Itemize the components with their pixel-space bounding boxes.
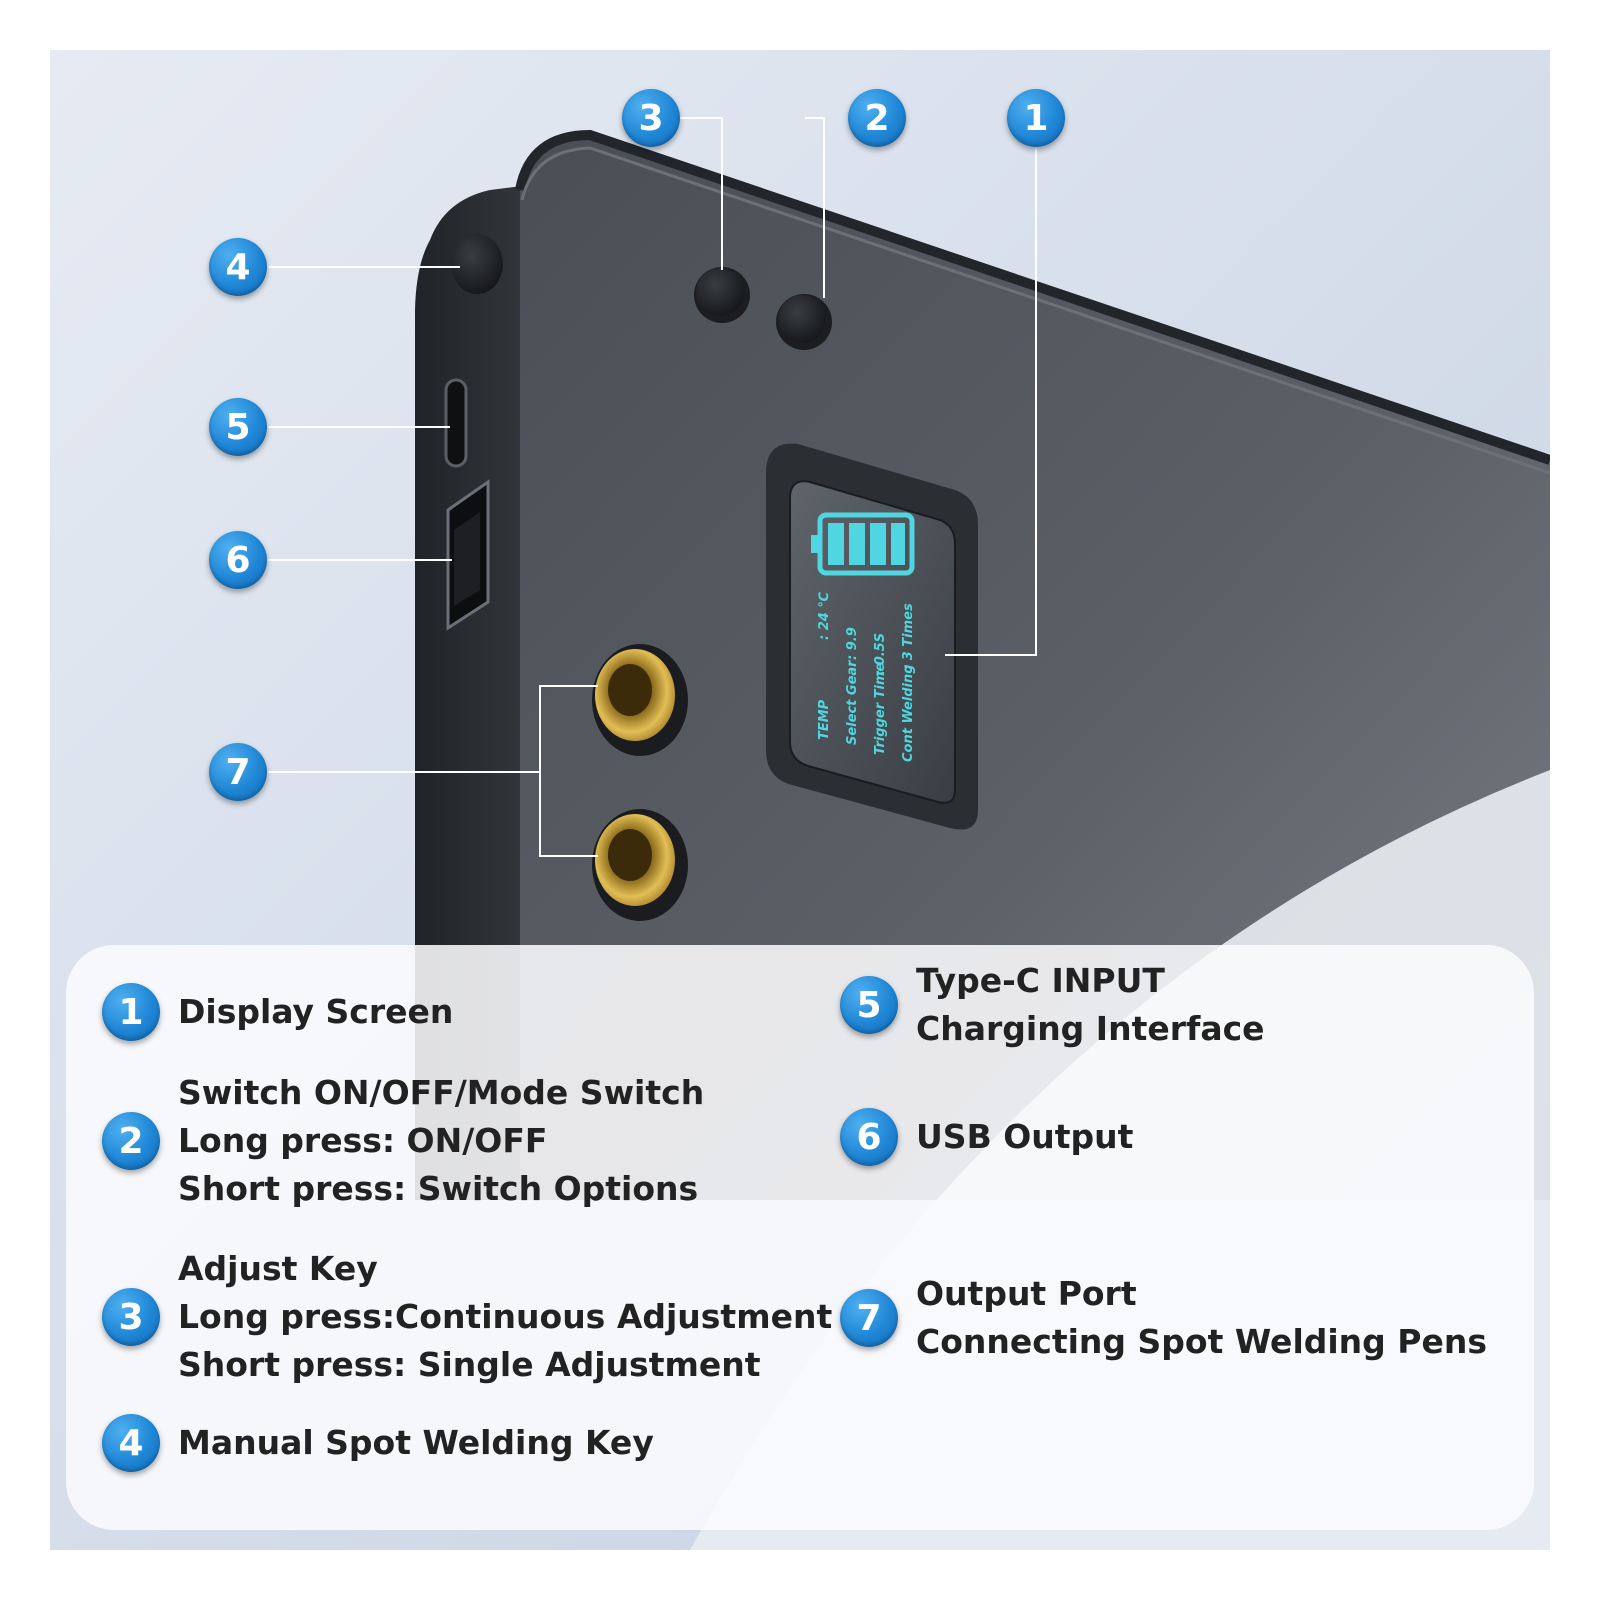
usb-a-port	[446, 479, 490, 631]
legend-badge: 7	[840, 1289, 898, 1347]
legend-line: Long press:Continuous Adjustment	[178, 1297, 833, 1336]
callout-badge-7: 7	[209, 743, 267, 801]
legend-panel: 1 Display Screen 2 Switch ON/OFF/Mode Sw…	[66, 945, 1534, 1530]
legend-item-display-screen: 1 Display Screen	[102, 983, 453, 1041]
legend-badge: 5	[840, 976, 898, 1034]
legend-badge: 6	[840, 1108, 898, 1166]
legend-item-switch: 2 Switch ON/OFF/Mode Switch Long press: …	[102, 1069, 704, 1213]
lcd-row-value: : 24 ℃	[817, 592, 832, 640]
battery-icon	[811, 512, 915, 576]
callout-badge-6: 6	[209, 531, 267, 589]
legend-line: Long press: ON/OFF	[178, 1121, 548, 1160]
legend-line: Charging Interface	[916, 1009, 1265, 1048]
callout-badge-5: 5	[209, 398, 267, 456]
legend-line: Manual Spot Welding Key	[178, 1423, 654, 1462]
legend-badge: 2	[102, 1112, 160, 1170]
lcd-row-label: Cont Welding	[901, 664, 916, 762]
lcd-row-label: Select Gear	[845, 659, 860, 745]
legend-line: Adjust Key	[178, 1249, 378, 1288]
legend-line: Output Port	[916, 1274, 1137, 1313]
leader-lines	[268, 117, 1037, 857]
legend-badge: 4	[102, 1414, 160, 1472]
legend-item-adjust-key: 3 Adjust Key Long press:Continuous Adjus…	[102, 1245, 832, 1389]
legend-line: Connecting Spot Welding Pens	[916, 1322, 1487, 1361]
lcd-row-label: TEMP	[817, 699, 832, 740]
lcd-row-value: : 0.5S	[873, 633, 888, 675]
power-mode-button	[776, 294, 832, 350]
callout-badge-1: 1	[1007, 89, 1065, 147]
output-port-lower	[592, 809, 688, 921]
legend-line: Display Screen	[178, 992, 454, 1031]
callout-badge-3: 3	[622, 89, 680, 147]
legend-line: Type-C INPUT	[916, 961, 1165, 1000]
legend-item-type-c: 5 Type-C INPUT Charging Interface	[840, 957, 1265, 1053]
lcd-row-value: : 9.9	[845, 627, 860, 660]
legend-badge: 1	[102, 983, 160, 1041]
legend-line: Short press: Single Adjustment	[178, 1345, 761, 1384]
legend-line: Switch ON/OFF/Mode Switch	[178, 1073, 705, 1112]
legend-item-manual-key: 4 Manual Spot Welding Key	[102, 1414, 654, 1472]
legend-item-output-port: 7 Output Port Connecting Spot Welding Pe…	[840, 1270, 1487, 1366]
callout-badge-2: 2	[848, 89, 906, 147]
type-c-port	[444, 378, 468, 468]
legend-item-usb-output: 6 USB Output	[840, 1108, 1133, 1166]
spot-weld-button	[451, 234, 503, 294]
callout-badge-4: 4	[209, 238, 267, 296]
adjust-button	[694, 267, 750, 323]
display-screen: TEMP : 24 ℃ Select Gear : 9.9 Trigger Ti…	[766, 443, 978, 830]
lcd-row-label: Trigger Time	[873, 662, 888, 755]
output-port-upper	[592, 644, 688, 756]
legend-line: Short press: Switch Options	[178, 1169, 699, 1208]
legend-badge: 3	[102, 1288, 160, 1346]
legend-line: USB Output	[916, 1117, 1134, 1156]
lcd-row-value: : 3 Times	[901, 603, 916, 670]
